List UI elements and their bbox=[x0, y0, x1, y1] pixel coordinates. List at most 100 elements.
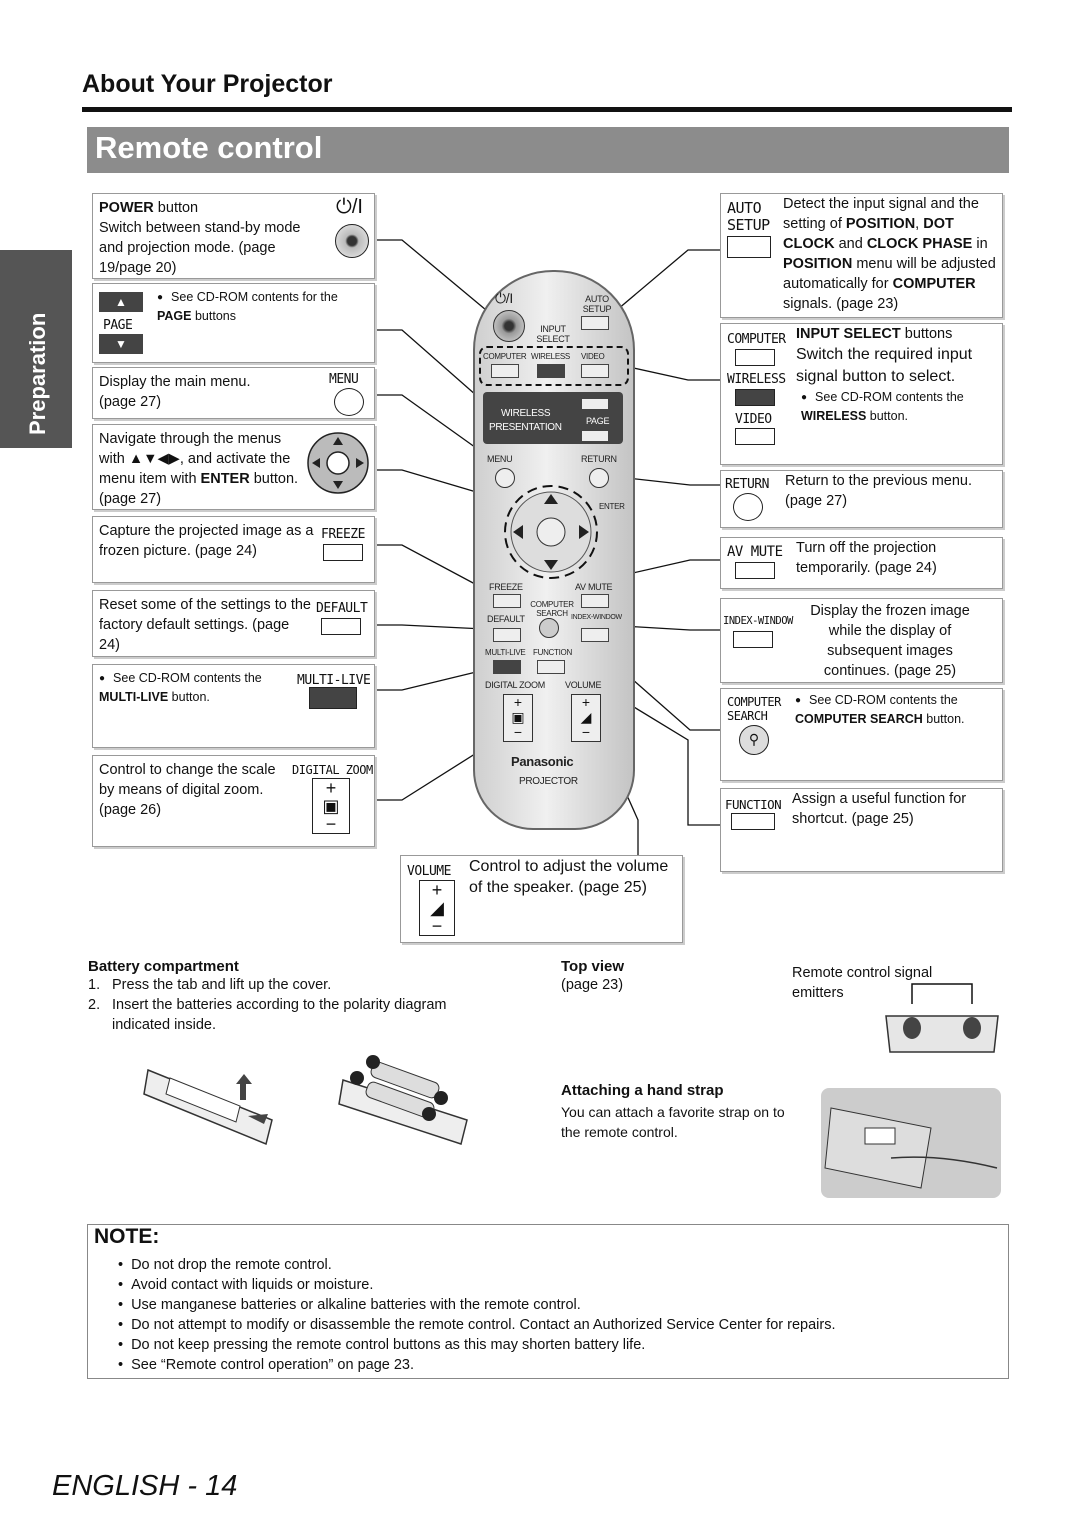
function-label: FUNCTION bbox=[725, 797, 782, 812]
autosetup-t4: menu will be adjusted automatically for bbox=[783, 256, 996, 292]
page-up-icon: ▲ bbox=[99, 292, 143, 312]
remote-model: PROJECTOR bbox=[519, 776, 578, 787]
multilive-note: See CD-ROM contents the MULTI-LIVE butto… bbox=[99, 669, 289, 706]
page-title: Remote control bbox=[87, 127, 1009, 173]
battery-step-1-text: Press the tab and lift up the cover. bbox=[112, 977, 332, 993]
page-note-bold: PAGE bbox=[157, 309, 192, 323]
avmute-label: AV MUTE bbox=[727, 544, 783, 560]
note-title: NOTE: bbox=[94, 1225, 160, 1248]
input-video-label: VIDEO bbox=[735, 412, 772, 427]
remote-computer-label: COMPUTER bbox=[483, 352, 527, 361]
strap-section: Attaching a hand strap You can attach a … bbox=[561, 1080, 806, 1142]
return-label: RETURN bbox=[725, 477, 769, 492]
inputselect-note-bold: WIRELESS bbox=[801, 409, 867, 423]
remote-function-label: FUNCTION bbox=[533, 648, 572, 657]
page-note-post: buttons bbox=[191, 309, 236, 323]
inputselect-title: INPUT SELECT buttons bbox=[796, 324, 1001, 344]
remote-power-label: ⏻/I bbox=[495, 290, 513, 306]
page-down-icon: ▼ bbox=[99, 334, 143, 354]
autosetup-t1: , bbox=[915, 216, 924, 232]
remote-power-button bbox=[493, 310, 525, 342]
multilive-note-post: button. bbox=[168, 690, 210, 704]
remote-computersearch-label: COMPUTER SEARCH bbox=[530, 600, 574, 618]
remote-autosetup-label: AUTO SETUP bbox=[582, 294, 612, 314]
title-rule bbox=[82, 107, 1012, 112]
battery-step-2: 2.Insert the batteries according to the … bbox=[88, 995, 508, 1035]
digitalzoom-button-icon: +▣− bbox=[312, 778, 350, 834]
strap-title: Attaching a hand strap bbox=[561, 1082, 724, 1099]
digitalzoom-desc: Control to change the scale by means of … bbox=[99, 762, 276, 818]
inputselect-box: COMPUTER WIRELESS VIDEO INPUT SELECT but… bbox=[720, 323, 1003, 465]
computersearch-note: See CD-ROM contents the COMPUTER SEARCH … bbox=[795, 691, 1000, 728]
computersearch-note-bold: COMPUTER SEARCH bbox=[795, 712, 923, 726]
remote-menu-label: MENU bbox=[487, 454, 513, 464]
remote-page-down-button bbox=[581, 430, 609, 442]
digitalzoom-box: Control to change the scale by means of … bbox=[92, 755, 375, 847]
input-computer-label: COMPUTER bbox=[727, 332, 786, 347]
autosetup-b4: POSITION bbox=[783, 256, 853, 272]
multilive-note-bold: MULTI-LIVE bbox=[99, 690, 169, 704]
section-title: About Your Projector bbox=[82, 70, 333, 98]
inputselect-note-pre: See CD-ROM contents the bbox=[815, 390, 964, 404]
remote-indexwindow-button bbox=[581, 628, 609, 642]
autosetup-b1: POSITION bbox=[845, 216, 916, 232]
freeze-desc: Capture the projected image as a frozen … bbox=[99, 523, 314, 559]
power-box: POWER button Switch between stand-by mod… bbox=[92, 193, 375, 279]
remote-volume-button: +◢− bbox=[571, 694, 601, 742]
indexwindow-label: INDEX-WINDOW bbox=[723, 615, 793, 627]
remote-video-button bbox=[581, 364, 609, 378]
autosetup-button-icon bbox=[727, 236, 771, 258]
computersearch-note-post: button. bbox=[922, 712, 965, 726]
input-wireless-button-icon bbox=[735, 389, 775, 406]
avmute-button-icon bbox=[735, 562, 775, 579]
volume-box: VOLUME +◢− Control to adjust the volume … bbox=[400, 855, 683, 943]
multilive-label: MULTI-LIVE bbox=[297, 673, 371, 688]
emitters-label: Remote control signal emitters bbox=[792, 965, 933, 1001]
remote-enter-label: ENTER bbox=[599, 502, 625, 511]
remote-page-label: PAGE bbox=[586, 416, 610, 426]
remote-dpad bbox=[504, 485, 598, 579]
remote-multilive-label: MULTI-LIVE bbox=[485, 648, 526, 657]
return-button-icon bbox=[733, 493, 763, 521]
remote-avmute-label: AV MUTE bbox=[575, 582, 613, 592]
volume-desc: Control to adjust the volume of the spea… bbox=[469, 858, 669, 896]
remote-computer-button bbox=[491, 364, 519, 378]
remote-wp-label-1: WIRELESS bbox=[501, 408, 551, 419]
navigate-box: Navigate through the menus with ▲▼◀▶, an… bbox=[92, 424, 375, 510]
note-item: See “Remote control operation” on page 2… bbox=[118, 1355, 835, 1375]
note-item: Do not keep pressing the remote control … bbox=[118, 1335, 835, 1355]
autosetup-b3: CLOCK PHASE bbox=[866, 236, 973, 252]
strap-desc: You can attach a favorite strap on to th… bbox=[561, 1104, 785, 1140]
remote-volume-label: VOLUME bbox=[565, 680, 602, 690]
page-note: See CD-ROM contents for the PAGE buttons bbox=[157, 288, 367, 325]
remote-wp-label-2: PRESENTATION bbox=[489, 422, 562, 433]
remote-wireless-label: WIRELESS bbox=[531, 352, 570, 361]
autosetup-desc: Detect the input signal and the setting … bbox=[783, 194, 1001, 314]
remote-freeze-label: FREEZE bbox=[489, 582, 523, 592]
autosetup-t0: Detect the input signal and the setting … bbox=[783, 196, 979, 232]
input-video-button-icon bbox=[735, 428, 775, 445]
default-box: Reset some of the settings to the factor… bbox=[92, 590, 375, 657]
function-box: FUNCTION Assign a useful function for sh… bbox=[720, 788, 1003, 872]
remote-default-label: DEFAULT bbox=[487, 614, 525, 624]
strap-illustration bbox=[821, 1088, 1001, 1198]
battery-step-2-text: Insert the batteries according to the po… bbox=[112, 997, 447, 1033]
note-item: Do not drop the remote control. bbox=[118, 1255, 835, 1275]
computersearch-label-1: COMPUTER bbox=[727, 695, 781, 709]
battery-section: Battery compartment 1.Press the tab and … bbox=[88, 958, 508, 1035]
remote-default-button bbox=[493, 628, 521, 642]
strap-drawing bbox=[824, 1107, 998, 1189]
remote-brand: Panasonic bbox=[511, 754, 574, 769]
autosetup-t5: signals. (page 23) bbox=[783, 296, 899, 312]
autosetup-b5: COMPUTER bbox=[892, 276, 976, 292]
remote-return-button bbox=[589, 468, 609, 488]
remote-control-illustration: ⏻/I AUTO SETUP INPUT SELECT COMPUTER WIR… bbox=[473, 270, 635, 830]
note-item: Avoid contact with liquids or moisture. bbox=[118, 1275, 835, 1295]
computersearch-note-pre: See CD-ROM contents the bbox=[809, 693, 958, 707]
autosetup-t3: in bbox=[972, 236, 988, 252]
return-desc: Return to the previous menu. (page 27) bbox=[785, 473, 972, 509]
power-desc: Switch between stand-by mode and project… bbox=[99, 220, 301, 276]
